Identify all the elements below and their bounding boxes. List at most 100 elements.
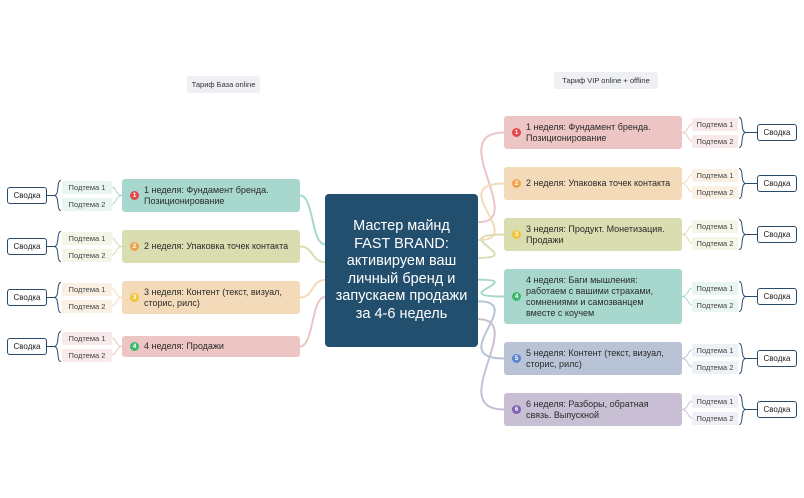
topic-label: 3 неделя: Продукт. Монетизация. Продажи: [526, 223, 665, 245]
left-topic-1[interactable]: 1 1 неделя: Фундамент бренда. Позициониро…: [122, 179, 300, 212]
topic-label: 4 неделя: Баги мышления: работаем с ваши…: [526, 274, 654, 318]
sub-line: [681, 174, 693, 184]
sub-line: [111, 288, 123, 298]
sub-line: [111, 186, 123, 196]
right-subtopic-2-1[interactable]: Подтема 1: [692, 168, 738, 182]
topic-label: 2 неделя: Упаковка точек контакта: [144, 241, 289, 251]
topic-label: 1 неделя: Фундамент бренда. Позициониров…: [144, 184, 269, 206]
sub-line: [681, 132, 693, 142]
summary-brace: [738, 281, 747, 312]
right-summary-2[interactable]: Сводка: [757, 175, 797, 192]
number-badge-icon: 4: [512, 292, 521, 301]
number-badge-icon: 1: [130, 191, 139, 200]
left-subtopic-2-2[interactable]: Подтема 2: [62, 248, 112, 262]
sub-line: [111, 346, 123, 356]
right-topic-2[interactable]: 2 2 неделя: Упаковка точек контакта: [504, 167, 682, 200]
right-topic-3[interactable]: 3 3 неделя: Продукт. Монетизация. Продажи: [504, 218, 682, 251]
sub-line: [111, 297, 123, 307]
tarif-vip-label: Тариф VIP online + offline: [554, 72, 658, 89]
right-subtopic-3-1[interactable]: Подтема 1: [692, 219, 738, 233]
sub-line: [681, 349, 693, 359]
left-summary-1[interactable]: Сводка: [7, 187, 47, 204]
branch-line: [477, 182, 505, 242]
right-summary-6[interactable]: Сводка: [757, 401, 797, 418]
right-topic-5[interactable]: 5 5 неделя: Контент (текст, визуал, стори…: [504, 342, 682, 375]
number-badge-icon: 2: [512, 179, 521, 188]
sub-line: [681, 183, 693, 193]
left-summary-3[interactable]: Сводка: [7, 289, 47, 306]
right-summary-5[interactable]: Сводка: [757, 350, 797, 367]
sub-line: [681, 287, 693, 297]
right-subtopic-5-1[interactable]: Подтема 1: [692, 343, 738, 357]
branch-line: [477, 131, 505, 224]
branch-line: [477, 278, 505, 298]
summary-brace: [738, 394, 747, 425]
sub-line: [111, 337, 123, 347]
right-summary-4[interactable]: Сводка: [757, 288, 797, 305]
right-subtopic-1-1[interactable]: Подтема 1: [692, 117, 738, 131]
right-subtopic-3-2[interactable]: Подтема 2: [692, 236, 738, 250]
summary-brace: [738, 117, 747, 148]
right-topic-4[interactable]: 4 4 неделя: Баги мышления: работаем с ваш…: [504, 269, 682, 324]
summary-brace: [738, 168, 747, 199]
branch-line: [477, 233, 505, 259]
summary-brace: [53, 282, 62, 313]
left-summary-4[interactable]: Сводка: [7, 338, 47, 355]
sub-line: [681, 123, 693, 133]
sub-line: [681, 296, 693, 306]
left-topic-3[interactable]: 3 3 неделя: Контент (текст, визуал, стори…: [122, 281, 300, 314]
number-badge-icon: 4: [130, 342, 139, 351]
left-topic-4[interactable]: 4 4 неделя: Продажи: [122, 336, 300, 357]
branch-line: [477, 300, 505, 360]
left-summary-2[interactable]: Сводка: [7, 238, 47, 255]
topic-label: 2 неделя: Упаковка точек контакта: [526, 178, 671, 188]
right-subtopic-5-2[interactable]: Подтема 2: [692, 360, 738, 374]
summary-brace: [53, 180, 62, 211]
topic-label: 6 неделя: Разборы, обратная связь. Выпус…: [526, 398, 649, 420]
branch-line: [477, 318, 505, 411]
left-subtopic-3-1[interactable]: Подтема 1: [62, 282, 112, 296]
number-badge-icon: 3: [130, 293, 139, 302]
branch-line: [299, 245, 326, 264]
summary-brace: [53, 231, 62, 262]
right-subtopic-1-2[interactable]: Подтема 2: [692, 134, 738, 148]
right-subtopic-4-1[interactable]: Подтема 1: [692, 281, 738, 295]
right-summary-1[interactable]: Сводка: [757, 124, 797, 141]
central-topic[interactable]: Мастер майнд FAST BRAND: активируем ваш …: [325, 194, 478, 347]
right-summary-3[interactable]: Сводка: [757, 226, 797, 243]
topic-label: 1 неделя: Фундамент бренда. Позициониров…: [526, 121, 651, 143]
number-badge-icon: 3: [512, 230, 521, 239]
left-subtopic-3-2[interactable]: Подтема 2: [62, 299, 112, 313]
summary-brace: [738, 219, 747, 250]
left-subtopic-1-2[interactable]: Подтема 2: [62, 197, 112, 211]
left-subtopic-4-2[interactable]: Подтема 2: [62, 348, 112, 362]
left-subtopic-4-1[interactable]: Подтема 1: [62, 331, 112, 345]
right-topic-1[interactable]: 1 1 неделя: Фундамент бренда. Позициониро…: [504, 116, 682, 149]
right-subtopic-6-2[interactable]: Подтема 2: [692, 411, 738, 425]
left-subtopic-1-1[interactable]: Подтема 1: [62, 180, 112, 194]
number-badge-icon: 1: [512, 128, 521, 137]
topic-label: 4 неделя: Продажи: [144, 341, 224, 351]
sub-line: [681, 358, 693, 368]
sub-line: [111, 237, 123, 247]
topic-label: 5 неделя: Контент (текст, визуал, сторис…: [526, 347, 664, 369]
topic-label: 3 неделя: Контент (текст, визуал, сторис…: [144, 286, 282, 308]
right-subtopic-2-2[interactable]: Подтема 2: [692, 185, 738, 199]
number-badge-icon: 5: [512, 354, 521, 363]
tarif-basic-label: Тариф База online: [187, 76, 260, 93]
sub-line: [111, 195, 123, 205]
branch-line: [299, 278, 326, 299]
right-subtopic-4-2[interactable]: Подтема 2: [692, 298, 738, 312]
branch-line: [299, 296, 326, 348]
sub-line: [681, 234, 693, 244]
left-subtopic-2-1[interactable]: Подтема 1: [62, 231, 112, 245]
summary-brace: [53, 331, 62, 362]
branch-line: [299, 194, 326, 246]
sub-line: [681, 409, 693, 419]
right-subtopic-6-1[interactable]: Подтема 1: [692, 394, 738, 408]
sub-line: [681, 400, 693, 410]
summary-brace: [738, 343, 747, 374]
